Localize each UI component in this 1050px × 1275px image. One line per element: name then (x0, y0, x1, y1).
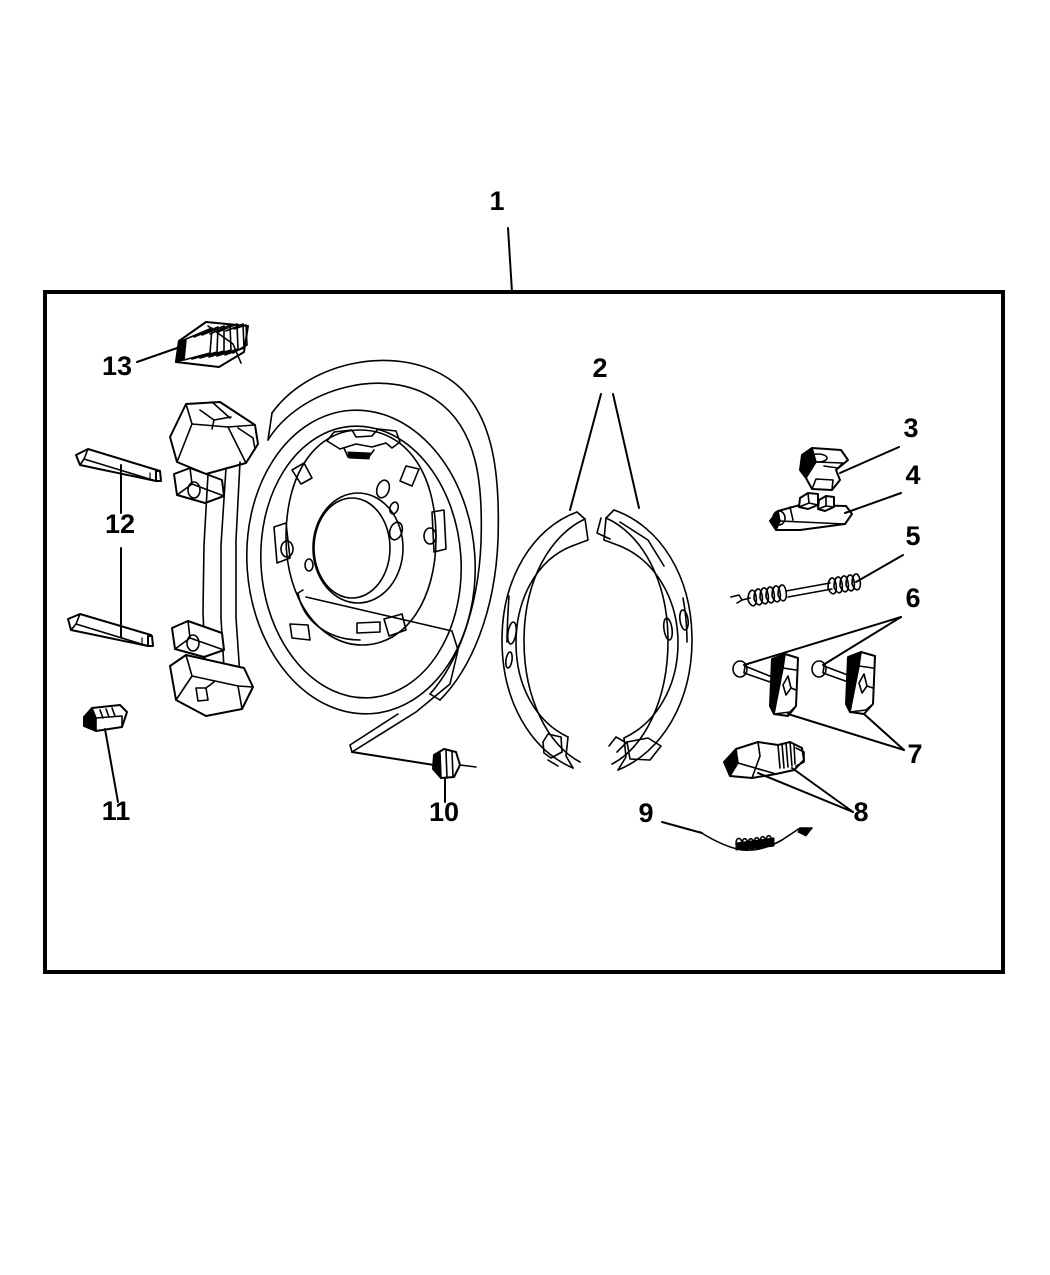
leader-line-9 (661, 821, 703, 834)
callout-label-8: 8 (853, 797, 868, 827)
part-adjuster-spring (699, 827, 813, 851)
callout-label-4: 4 (905, 460, 920, 490)
part-actuating-lever (799, 447, 849, 491)
callout-label-3: 3 (903, 413, 918, 443)
assembly-boundary-box (43, 290, 1005, 974)
part-adjuster-screw-assembly (723, 741, 805, 779)
leader-line-7a (787, 713, 905, 751)
callout-label-10: 10 (429, 797, 459, 827)
leader-line-6a (743, 616, 902, 666)
part-hold-down-clip-right (845, 651, 876, 715)
callout-label-12: 12 (105, 509, 135, 539)
part-strut-spreader-bar (769, 492, 853, 532)
part-access-plug-button (432, 748, 477, 780)
part-guide-pin-lower (67, 613, 154, 647)
callout-label-6: 6 (905, 583, 920, 613)
callout-label-9: 9 (638, 798, 653, 828)
part-brake-shoe-secondary (596, 509, 693, 771)
part-hold-down-clip-left (769, 653, 799, 717)
leader-line-5 (855, 554, 904, 583)
part-retainer-clip (83, 704, 128, 732)
leader-line-11 (104, 728, 119, 803)
callout-label-5: 5 (905, 521, 920, 551)
leader-line-13 (136, 346, 181, 363)
leader-line-4 (844, 492, 902, 514)
part-steering-knuckle-bracket (169, 401, 259, 717)
callout-label-2: 2 (592, 353, 607, 383)
leader-line-3 (839, 446, 900, 474)
leader-line-2b (612, 393, 640, 509)
leader-line-1 (507, 227, 513, 293)
part-hold-down-pin-left (732, 660, 776, 683)
callout-label-7: 7 (907, 739, 922, 769)
callout-label-13: 13 (102, 351, 132, 381)
part-brake-backing-plate (245, 359, 500, 753)
leader-line-7b (863, 713, 905, 751)
leader-line-plug-to-plate (351, 751, 435, 766)
callout-label-1: 1 (489, 186, 504, 216)
part-guide-pin-upper (75, 448, 162, 482)
leader-line-8a (757, 772, 854, 813)
leader-line-2a (569, 393, 602, 511)
part-brake-shoe-primary (501, 511, 589, 769)
leader-line-6b (822, 616, 902, 666)
part-shoe-return-spring (730, 573, 862, 607)
leader-line-8b (791, 767, 854, 813)
callout-label-11: 11 (102, 796, 131, 826)
part-anti-rattle-clip (175, 321, 249, 368)
